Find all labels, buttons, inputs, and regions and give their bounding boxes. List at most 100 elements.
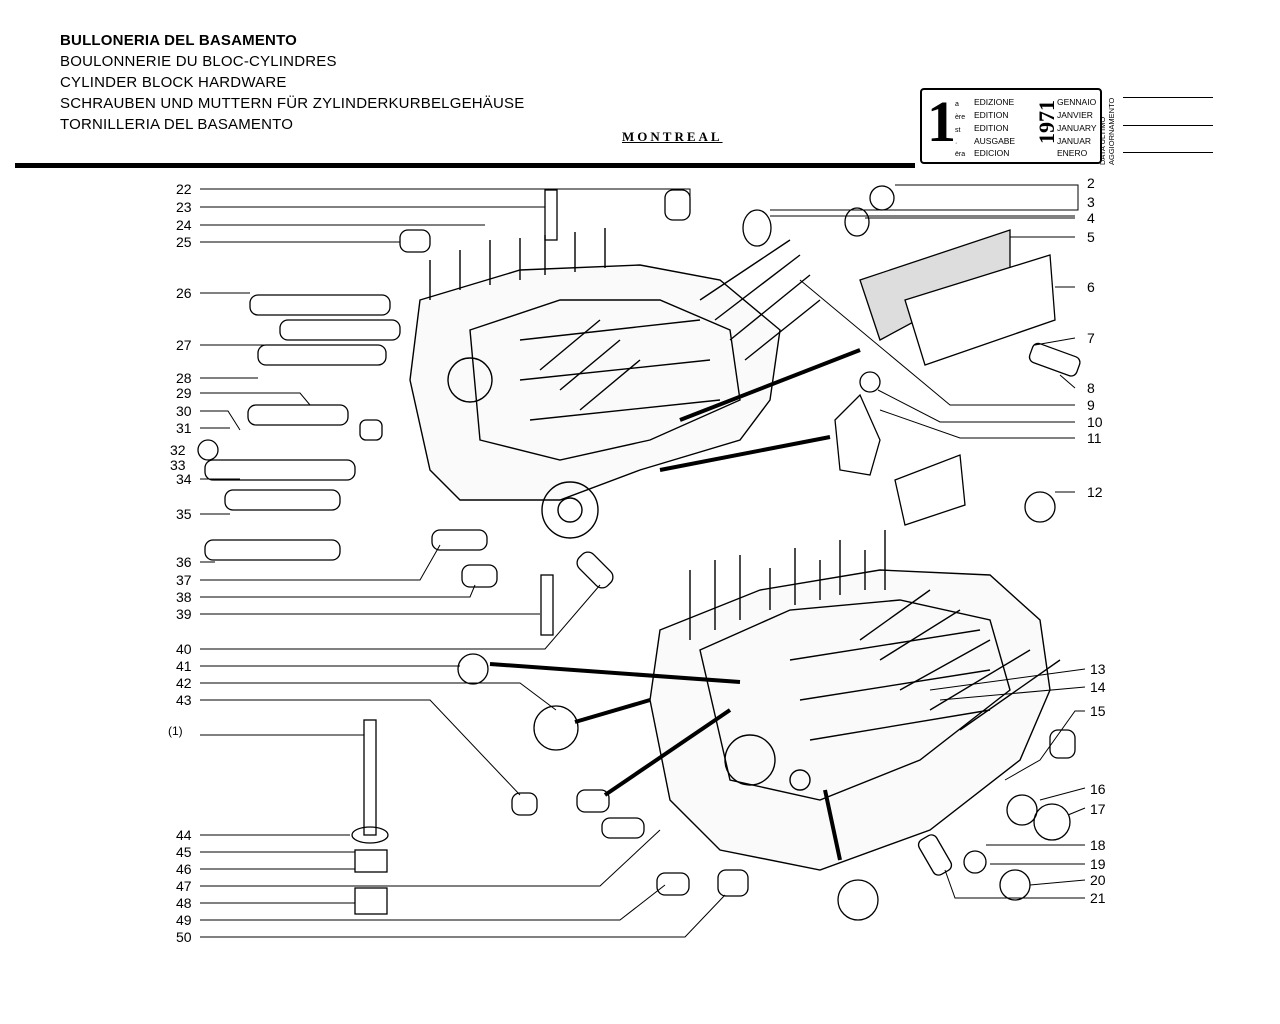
nut-46 bbox=[354, 849, 388, 873]
dowel-38 bbox=[461, 564, 498, 588]
callout-27: 27 bbox=[176, 337, 192, 353]
callout-21: 21 bbox=[1090, 890, 1106, 906]
washer-4 bbox=[844, 207, 870, 237]
dowel-43 bbox=[511, 792, 538, 816]
callout-29: 29 bbox=[176, 385, 192, 401]
washer-3 bbox=[742, 209, 772, 247]
dowel-50 bbox=[717, 869, 749, 897]
stud-36 bbox=[204, 539, 341, 561]
callout-41: 41 bbox=[176, 658, 192, 674]
stud-26 bbox=[249, 294, 391, 316]
callout-4: 4 bbox=[1087, 210, 1095, 226]
callout-44: 44 bbox=[176, 827, 192, 843]
dowel-49 bbox=[656, 872, 690, 896]
callout-26: 26 bbox=[176, 285, 192, 301]
callout-38: 38 bbox=[176, 589, 192, 605]
dowel-29 bbox=[359, 419, 383, 441]
nut-48 bbox=[354, 887, 388, 915]
callout-37: 37 bbox=[176, 572, 192, 588]
title-block: BULLONERIA DEL BASAMENTO BOULONNERIE DU … bbox=[60, 30, 524, 135]
callout-50: 50 bbox=[176, 929, 192, 945]
stud-47 bbox=[601, 817, 645, 839]
plug-42 bbox=[533, 705, 579, 751]
mount-11b bbox=[894, 454, 966, 526]
callout-13: 13 bbox=[1090, 661, 1106, 677]
leader-lines bbox=[200, 184, 1086, 938]
callout-49: 49 bbox=[176, 912, 192, 928]
dowel-37 bbox=[431, 529, 488, 551]
title-german: SCHRAUBEN UND MUTTERN FÜR ZYLINDERKURBEL… bbox=[60, 95, 525, 112]
callout-note-1: (1) bbox=[168, 724, 183, 738]
dowel-25 bbox=[399, 229, 431, 253]
callout-23: 23 bbox=[176, 199, 192, 215]
stud-39b bbox=[576, 551, 614, 589]
edition-suffix: · bbox=[955, 140, 958, 147]
plug-2 bbox=[869, 185, 895, 211]
bolt-8 bbox=[1028, 342, 1081, 377]
callout-25: 25 bbox=[176, 234, 192, 250]
edition-month: JANUAR bbox=[1057, 136, 1092, 146]
callout-12: 12 bbox=[1087, 484, 1103, 500]
callout-31: 31 bbox=[176, 420, 192, 436]
callout-45: 45 bbox=[176, 844, 192, 860]
edition-month: JANUARY bbox=[1057, 123, 1097, 133]
title-english: CYLINDER BLOCK HARDWARE bbox=[60, 74, 287, 91]
edition-month: ENERO bbox=[1057, 148, 1088, 158]
parts bbox=[197, 185, 1081, 921]
callout-2: 2 bbox=[1087, 175, 1095, 191]
edition-box: 1 a ère st · ëra EDIZIONE EDITION EDITIO… bbox=[920, 88, 1102, 164]
edition-label: EDITION bbox=[974, 110, 1009, 120]
callout-43: 43 bbox=[176, 692, 192, 708]
stud-34 bbox=[204, 459, 356, 481]
edition-suffix: ëra bbox=[955, 151, 966, 158]
plug-17 bbox=[1033, 803, 1071, 841]
title-french: BOULONNERIE DU BLOC-CYLINDRES bbox=[60, 53, 337, 70]
update-line bbox=[1123, 152, 1213, 153]
washer-19 bbox=[963, 850, 987, 874]
edition-label: EDICION bbox=[974, 148, 1010, 158]
stud-30 bbox=[247, 404, 349, 426]
callout-35: 35 bbox=[176, 506, 192, 522]
stud-39 bbox=[540, 574, 554, 636]
edition-suffix: ère bbox=[955, 114, 966, 121]
callout-10: 10 bbox=[1087, 414, 1103, 430]
update-line bbox=[1123, 125, 1213, 126]
stud-1 bbox=[363, 719, 377, 836]
nut-9 bbox=[859, 371, 881, 393]
edition-label: EDIZIONE bbox=[974, 97, 1015, 107]
model-name: MONTREAL bbox=[622, 129, 723, 144]
title-spanish: TORNILLERIA DEL BASAMENTO bbox=[60, 116, 294, 133]
callout-36: 36 bbox=[176, 554, 192, 570]
callout-9: 9 bbox=[1087, 397, 1095, 413]
cap-15 bbox=[1049, 729, 1076, 759]
dowel-43b bbox=[576, 789, 610, 813]
callout-7: 7 bbox=[1087, 330, 1095, 346]
callout-11: 11 bbox=[1087, 430, 1102, 446]
edition-suffix: a bbox=[955, 101, 959, 108]
stud-18 bbox=[917, 834, 953, 876]
nut-32 bbox=[197, 439, 219, 461]
callout-19: 19 bbox=[1090, 856, 1106, 872]
callout-47: 47 bbox=[176, 878, 192, 894]
callout-8: 8 bbox=[1087, 380, 1095, 396]
callout-39: 39 bbox=[176, 606, 192, 622]
plug-41 bbox=[457, 653, 489, 685]
callout-20: 20 bbox=[1090, 872, 1106, 888]
update-line bbox=[1123, 97, 1213, 98]
callout-48: 48 bbox=[176, 895, 192, 911]
callout-28: 28 bbox=[176, 370, 192, 386]
callout-5: 5 bbox=[1087, 229, 1095, 245]
header-rule bbox=[15, 163, 915, 168]
stud-35 bbox=[224, 489, 341, 511]
edition-month: JANVIER bbox=[1057, 110, 1093, 120]
cover-6 bbox=[904, 254, 1056, 366]
callout-22: 22 bbox=[176, 181, 192, 197]
callout-18: 18 bbox=[1090, 837, 1106, 853]
upper-engine-block bbox=[409, 228, 821, 539]
callout-34: 34 bbox=[176, 471, 192, 487]
edition-label: EDITION bbox=[974, 123, 1009, 133]
callout-6: 6 bbox=[1087, 279, 1095, 295]
plug-12 bbox=[1024, 491, 1056, 523]
edition-month: GENNAIO bbox=[1057, 97, 1097, 107]
